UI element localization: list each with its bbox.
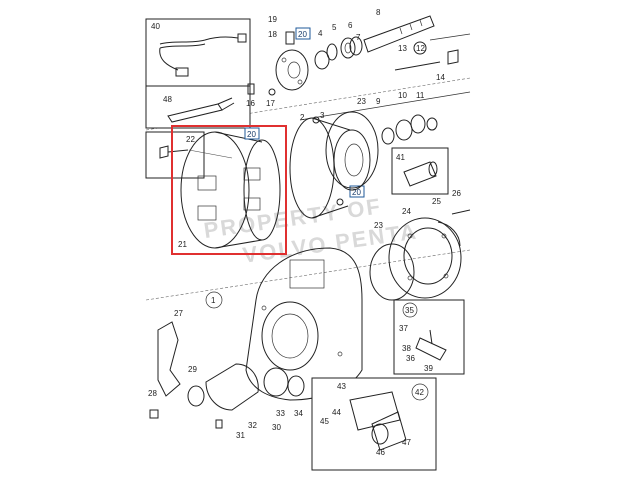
label-42: 42	[415, 388, 424, 397]
rings-33-34: 33 34	[263, 367, 305, 418]
subbox-42: 42 43 44 45 46 47	[311, 377, 437, 471]
label-48: 48	[163, 95, 172, 104]
label-41: 41	[396, 153, 405, 162]
label-33: 33	[276, 409, 285, 418]
cover-plate-29: 29 30 31 32	[187, 363, 281, 440]
label-10: 10	[398, 91, 407, 100]
label-16: 16	[246, 99, 255, 108]
shaft-assembly: 5 6 7 8	[326, 8, 435, 61]
label-45: 45	[320, 417, 329, 426]
main-housing: 2 3 23 9 10 11	[289, 91, 438, 219]
flange-assembly: 19 18 4 17 16	[246, 15, 330, 108]
label-36: 36	[406, 354, 415, 363]
label-23-top: 23	[357, 97, 366, 106]
label-7: 7	[356, 33, 361, 42]
label-44: 44	[332, 408, 341, 417]
cover-plate-assembly: 23 24 25 26	[369, 189, 471, 301]
label-25: 25	[432, 197, 441, 206]
highlight-box: 21	[171, 125, 287, 255]
subbox-48-sealant: 48	[145, 85, 251, 129]
label-20-top: 20	[298, 30, 307, 39]
ref-box-20-mid: 20	[244, 127, 260, 140]
label-47: 47	[402, 438, 411, 447]
subbox-22: 22	[145, 131, 205, 179]
label-3: 3	[320, 111, 325, 120]
label-13: 13	[398, 44, 407, 53]
label-17: 17	[266, 99, 275, 108]
ref-box-20-right: 20	[349, 185, 365, 198]
label-23-ring: 23	[374, 221, 383, 230]
label-34: 34	[294, 409, 303, 418]
label-18: 18	[268, 30, 277, 39]
label-1: 1	[211, 296, 216, 305]
label-26: 26	[452, 189, 461, 198]
label-32: 32	[248, 421, 257, 430]
subbox-40-cable: 40	[145, 18, 251, 88]
label-27: 27	[174, 309, 183, 318]
label-11: 11	[416, 91, 425, 100]
label-30: 30	[272, 423, 281, 432]
label-37: 37	[399, 324, 408, 333]
label-29: 29	[188, 365, 197, 374]
label-35: 35	[405, 306, 414, 315]
label-14: 14	[436, 73, 445, 82]
guide-lines	[145, 33, 471, 301]
label-40: 40	[151, 22, 160, 31]
label-43: 43	[337, 382, 346, 391]
ref-box-20-top: 20	[295, 27, 311, 40]
subbox-35: 35 37 38 36 39	[393, 299, 465, 375]
subbox-41: 41	[391, 147, 449, 195]
label-31: 31	[236, 431, 245, 440]
label-28: 28	[148, 389, 157, 398]
label-19: 19	[268, 15, 277, 24]
label-24: 24	[402, 207, 411, 216]
label-9: 9	[376, 97, 381, 106]
label-20-right: 20	[352, 188, 361, 197]
label-20-mid: 20	[247, 130, 256, 139]
label-21: 21	[178, 240, 187, 249]
label-4: 4	[318, 29, 323, 38]
label-5: 5	[332, 23, 337, 32]
callout-1: 1	[205, 291, 223, 309]
label-12: 12	[416, 44, 425, 53]
label-38: 38	[402, 344, 411, 353]
parts-12-14: 12 13 14	[394, 41, 459, 82]
label-8: 8	[376, 8, 381, 17]
label-46: 46	[376, 448, 385, 457]
label-39: 39	[424, 364, 433, 373]
label-22: 22	[186, 135, 195, 144]
lower-housing	[245, 247, 363, 401]
label-2: 2	[300, 113, 305, 122]
bracket-assembly: 27 28	[148, 309, 183, 419]
label-6: 6	[348, 21, 353, 30]
